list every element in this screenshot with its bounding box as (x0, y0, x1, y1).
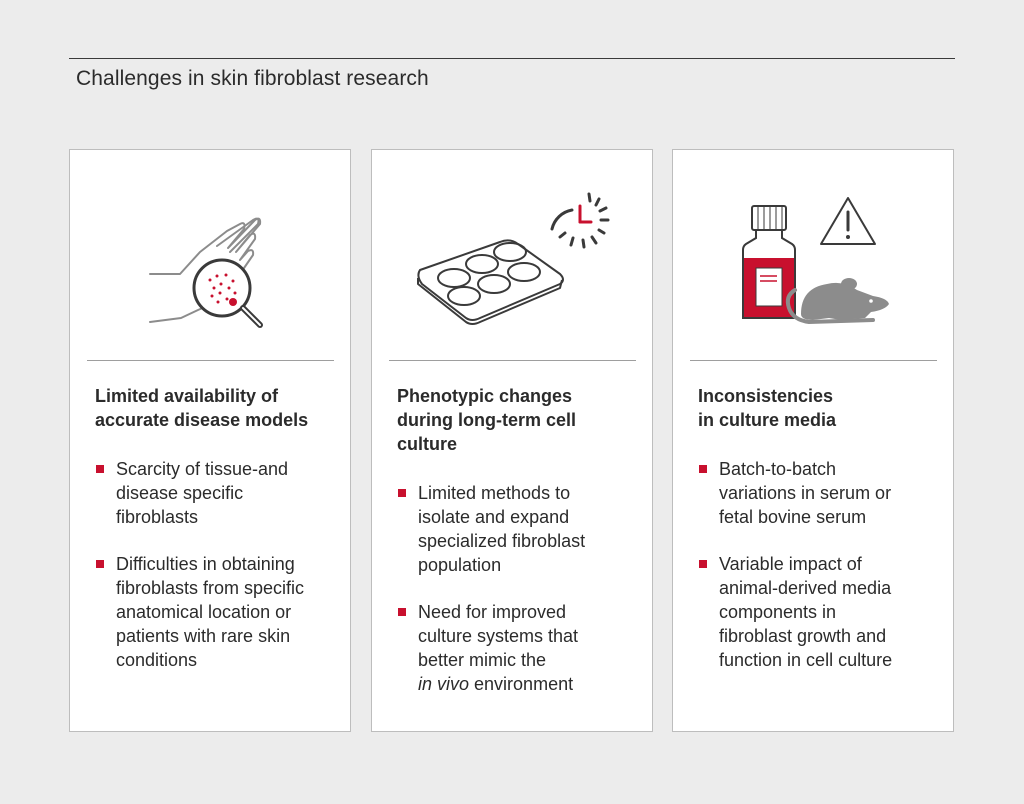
serum-bottle-mouse-warning-icon (673, 180, 953, 340)
list-item: Need for improved culture systems that b… (397, 600, 642, 696)
top-rule (69, 58, 955, 59)
card-heading: Limited availability of accurate disease… (95, 386, 309, 430)
bullet-marker (699, 465, 707, 473)
bullet-text-tail: environment (469, 674, 574, 694)
bullet-marker (699, 560, 707, 568)
list-item: Scarcity of tissue-and disease specific … (95, 457, 340, 529)
card-phenotypic-changes: Phenotypic changes during long-term cell… (371, 149, 653, 732)
page-title: Challenges in skin fibroblast research (76, 67, 429, 90)
list-item: Limited methods to isolate and expand sp… (397, 481, 642, 577)
card-disease-models: Limited availability of accurate disease… (69, 149, 351, 732)
bullet-italic-text: in vivo (418, 674, 470, 694)
hand-magnifier-icon (70, 180, 350, 340)
bullet-marker (96, 560, 104, 568)
bullet-text: Batch-to-batch variations in serum or fe… (719, 459, 892, 527)
bullet-list: Batch-to-batch variations in serum or fe… (698, 457, 943, 695)
bullet-marker (398, 489, 406, 497)
bullet-text: Scarcity of tissue-and disease specific … (116, 459, 289, 527)
card-divider (389, 360, 636, 361)
list-item: Variable impact of animal-derived media … (698, 552, 943, 672)
list-item: Batch-to-batch variations in serum or fe… (698, 457, 943, 529)
card-divider (690, 360, 937, 361)
list-item: Difficulties in obtaining fibroblasts fr… (95, 552, 340, 672)
bullet-text: Difficulties in obtaining fibroblasts fr… (116, 554, 305, 670)
well-plate-clock-icon (372, 180, 652, 340)
bullet-text: Variable impact of animal-derived media … (719, 554, 893, 670)
card-culture-media: Inconsistencies in culture media Batch-t… (672, 149, 954, 732)
bullet-list: Limited methods to isolate and expand sp… (397, 481, 642, 719)
card-heading: Inconsistencies in culture media (698, 386, 837, 430)
bullet-text: Need for improved culture systems that b… (418, 602, 579, 670)
bullet-marker (398, 608, 406, 616)
card-heading: Phenotypic changes during long-term cell… (397, 386, 577, 454)
bullet-marker (96, 465, 104, 473)
bullet-list: Scarcity of tissue-and disease specific … (95, 457, 340, 695)
card-divider (87, 360, 334, 361)
bullet-text: Limited methods to isolate and expand sp… (418, 483, 586, 575)
